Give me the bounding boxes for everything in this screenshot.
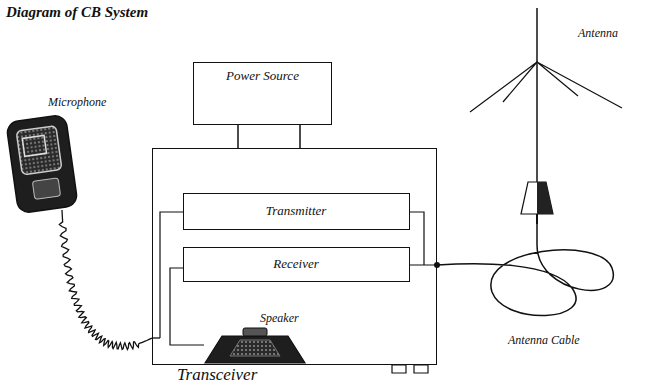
antenna-stem — [536, 214, 538, 224]
transmitter-box: Transmitter — [183, 193, 410, 230]
antenna-radials — [470, 62, 622, 112]
microphone-body — [6, 114, 78, 213]
transceiver-frame: TransceiverTransmitterReceiver — [152, 148, 437, 365]
speaker-magnet — [243, 328, 267, 336]
node-label: Transceiver — [177, 365, 257, 385]
cord-coil — [59, 210, 152, 349]
microphone-cord — [59, 210, 160, 349]
node-label: Receiver — [184, 256, 409, 272]
antenna-cable — [437, 224, 613, 316]
speaker-cone — [205, 336, 305, 363]
cord-end — [152, 337, 160, 338]
part-label: Speaker — [258, 311, 301, 326]
node-label: Transmitter — [184, 203, 409, 219]
antenna-mount — [521, 182, 553, 214]
node-label: Power Source — [194, 68, 331, 84]
antenna-picture — [470, 8, 622, 224]
speaker-grille — [230, 340, 280, 356]
microphone-key — [32, 178, 60, 199]
transceiver-feet — [392, 365, 428, 373]
antenna-mount-shade — [537, 182, 553, 214]
antenna-wire — [410, 212, 437, 265]
power-wire — [237, 125, 239, 148]
microphone-badge — [22, 135, 46, 156]
diagram-title: Diagram of CB System — [6, 4, 148, 21]
microphone-grille — [16, 126, 62, 175]
antenna-mast — [536, 8, 538, 182]
part-label: Antenna — [576, 26, 620, 41]
power-wire — [299, 125, 301, 148]
part-label: Antenna Cable — [506, 333, 582, 348]
power-source-box: Power Source — [193, 62, 332, 125]
receiver-box: Receiver — [183, 247, 410, 282]
mic-wire — [160, 212, 183, 338]
microphone-picture — [6, 114, 78, 213]
part-label: Microphone — [46, 95, 108, 110]
speaker-picture — [205, 328, 305, 363]
